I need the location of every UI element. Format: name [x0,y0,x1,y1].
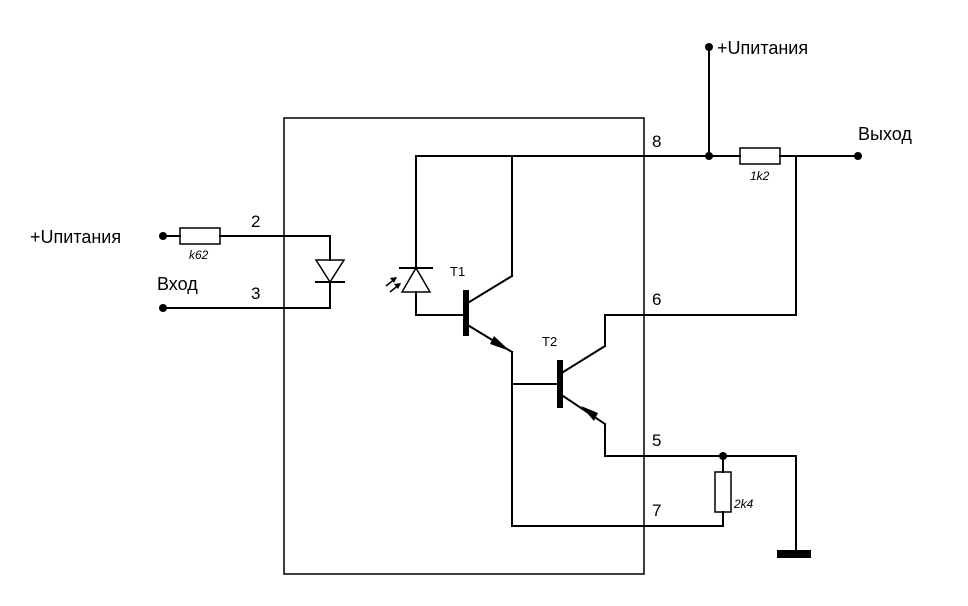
t1-label: T1 [450,264,465,279]
ground-symbol [777,550,811,558]
led-symbol [314,259,346,284]
resistor-1k2 [739,147,781,165]
junction-pin8 [705,152,713,160]
t2-emitter [558,392,607,426]
supply-terminal-top [705,43,713,51]
output-label: Выход [858,124,912,144]
resistor-2k4-label: 2k4 [733,497,754,511]
resistor-k62-label: k62 [189,248,209,262]
photodiode-symbol [400,266,432,293]
pin-6-label: 6 [652,290,661,309]
pin-3-label: 3 [251,284,260,303]
ic-package-outline [283,117,645,575]
t2-emitter-arrow [581,406,598,421]
pin-5-label: 5 [652,431,661,450]
t2-collector [558,344,607,376]
light-arrows-icon [385,277,401,293]
input-label: Вход [157,274,198,294]
t1-collector [464,274,514,306]
pin-2-label: 2 [251,212,260,231]
resistor-k62 [179,227,221,245]
pin-8-label: 8 [652,132,661,151]
output-terminal [854,152,862,160]
t2-label: T2 [542,334,557,349]
pin-7-label: 7 [652,501,661,520]
supply-label-top: +Uпитания [717,38,808,58]
resistor-2k4 [714,471,732,513]
resistor-1k2-label: 1k2 [750,169,770,183]
t1-emitter-arrow [490,336,510,351]
supply-label-left: +Uпитания [30,227,121,247]
